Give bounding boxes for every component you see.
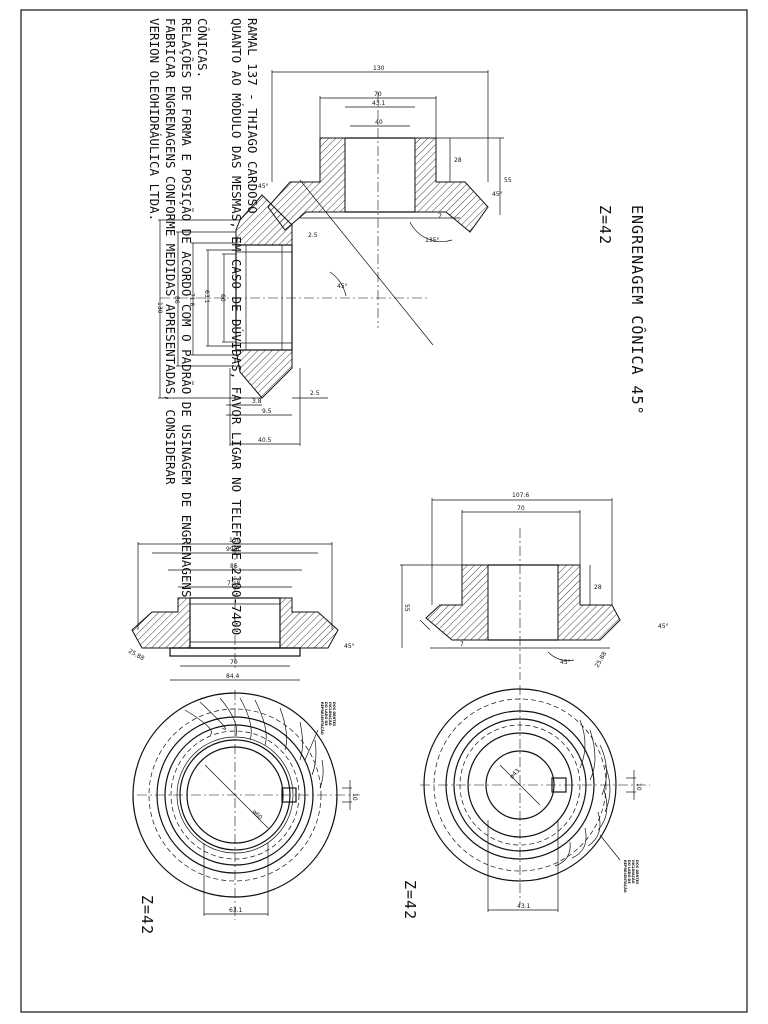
dim-7-right: 7	[460, 641, 464, 648]
dim-55-right: 55	[403, 604, 410, 612]
note-line-1: VERION OLEOHIDRÁULICA LTDA.	[147, 18, 162, 221]
dim-9-5: 9.5	[262, 408, 272, 415]
front-view-left: ø60 10 63.1 REPRESENTAÇÃO DO LADO DE INC…	[132, 690, 360, 920]
dim-130-vertical: 130	[156, 302, 163, 314]
note-line-4: CÔNICAS.	[195, 18, 210, 78]
teeth-label-right: REPRESENTAÇÃO DO LADO DE INCLINAÇÃO DOS …	[623, 860, 639, 893]
dia-43-front-right: ø43	[508, 767, 521, 780]
dim-107-6-right: 107.6	[512, 492, 529, 499]
note-line-6: RAMAL 137 - THIAGO CARDOSO	[245, 18, 260, 214]
teeth-label-left: REPRESENTAÇÃO DO LADO DE INCLINAÇÃO DOS …	[320, 702, 336, 735]
z-label-left: Z=42	[138, 895, 156, 935]
dim-70-top: 70	[374, 91, 382, 98]
note-line-2: FABRICAR ENGRENAGENS CONFORME MEDIDAS AP…	[163, 18, 178, 485]
dim-60-vertical: 60	[219, 294, 226, 302]
dim-63-1-vertical: 63.1	[203, 290, 210, 304]
dim-99-6-left: 99.6	[226, 546, 240, 553]
svg-text:DO LADO DE: DO LADO DE	[324, 702, 328, 726]
dim-40-5: 40.5	[258, 437, 272, 444]
front-view-right: ø43 10 43.1 REPRESENTAÇÃO DO LADO DE INC…	[420, 685, 650, 912]
dim-86-left: 86	[230, 563, 238, 570]
svg-text:DO LADO DE: DO LADO DE	[627, 860, 631, 884]
right-section-view: 107.6 70 28 55 7 25.88 45° 45°	[400, 492, 669, 680]
dim-86-vertical: 86	[173, 296, 180, 304]
angle-45-b: 45°	[492, 191, 503, 198]
dim-71-8-left: 71.8	[227, 580, 241, 587]
dim-28-right: 28	[594, 584, 602, 591]
notes-block: VERION OLEOHIDRÁULICA LTDA. FABRICAR ENG…	[147, 18, 260, 635]
dim-130-top: 130	[373, 65, 385, 72]
dim-10-front-left: 10	[351, 793, 358, 801]
angle-45-right-b: 45°	[560, 659, 571, 666]
assembly-view: 130 70 43.1 40 28 55 45° 45° 45° 135° 7 …	[156, 65, 512, 446]
dia-60-front-left: ø60	[251, 808, 264, 821]
dim-70-left: 70	[230, 659, 238, 666]
left-section-view: 130 99.6 86 71.8 70 84.4 25.88 45°	[127, 537, 355, 681]
dim-43-1-front-right: 43.1	[517, 903, 531, 910]
dim-84-4-left: 84.4	[226, 673, 240, 680]
dim-55: 55	[504, 177, 512, 184]
dim-40-top: 40	[375, 119, 383, 126]
svg-text:INCLINAÇÃO: INCLINAÇÃO	[328, 702, 333, 726]
dim-70-right: 70	[517, 505, 525, 512]
svg-text:INCLINAÇÃO: INCLINAÇÃO	[631, 860, 636, 884]
z-label-top: Z=42	[596, 205, 614, 245]
sheet-border	[20, 9, 748, 1013]
dim-2-5-a: 2.5	[308, 232, 318, 239]
dim-7-top: 7	[438, 213, 442, 220]
z-label-right: Z=42	[401, 880, 419, 920]
angle-45-a: 45°	[258, 183, 269, 190]
svg-text:REPRESENTAÇÃO: REPRESENTAÇÃO	[623, 860, 628, 893]
dim-63-1-front-left: 63.1	[229, 907, 243, 914]
svg-text:REPRESENTAÇÃO: REPRESENTAÇÃO	[320, 702, 325, 735]
drawing-title: ENGRENAGEM CÔNICA 45°	[628, 205, 647, 416]
dim-43-1-top: 43.1	[372, 100, 386, 107]
dim-25-88-right: 25.88	[594, 650, 609, 669]
title-block: ENGRENAGEM CÔNICA 45°	[628, 205, 647, 416]
svg-text:DOS DENTES: DOS DENTES	[635, 860, 639, 885]
dim-25-88-left: 25.88	[127, 648, 146, 663]
svg-text:DOS DENTES: DOS DENTES	[332, 702, 336, 727]
dim-3-8: 3.8	[252, 398, 262, 405]
dim-2-5-b: 2.5	[310, 390, 320, 397]
dim-130-left: 130	[229, 537, 241, 544]
angle-45-right-a: 45°	[658, 623, 669, 630]
dim-10-front-right: 10	[635, 783, 642, 791]
note-line-3: RELAÇÕES DE FORMA E POSIÇÃO DE ACORDO CO…	[179, 18, 194, 597]
dim-28: 28	[454, 157, 462, 164]
angle-45-left: 45°	[344, 643, 355, 650]
dim-71-8-vertical: 71.8	[188, 293, 195, 307]
